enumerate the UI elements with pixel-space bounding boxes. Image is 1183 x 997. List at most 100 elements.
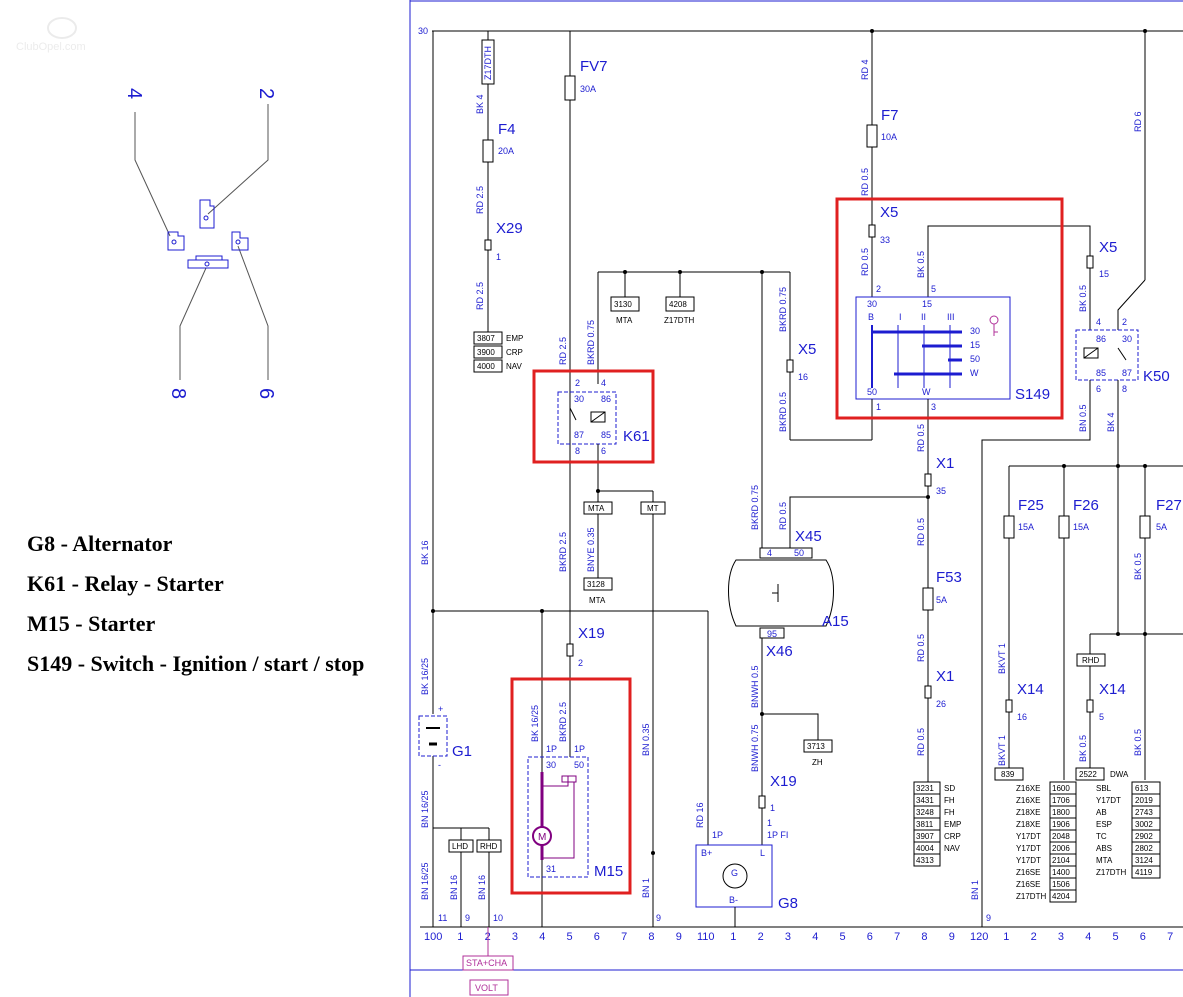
table-code: 4204: [1052, 892, 1070, 901]
grid-axis: 1001234567891101234567891201234567: [424, 931, 1173, 943]
table-label: Y17DT: [1016, 856, 1041, 865]
component-label-x46: X46: [766, 643, 793, 660]
wire-label: BK 16: [420, 540, 430, 565]
wire-label: RD 0.5: [860, 168, 870, 196]
svg-text:85: 85: [1096, 368, 1106, 378]
svg-text:STA+CHA: STA+CHA: [466, 958, 507, 968]
svg-text:1: 1: [876, 402, 881, 412]
table-code: 2902: [1135, 832, 1153, 841]
svg-text:6: 6: [601, 446, 606, 456]
svg-text:85: 85: [601, 430, 611, 440]
fuse-f7-s149: RD 4 F7 10A RD 0.5 X5 33 RD 0.5 2 BK 0.5…: [855, 29, 1091, 867]
svg-text:G: G: [731, 868, 738, 878]
svg-text:31: 31: [546, 864, 556, 874]
legend: G8 - Alternator K61 - Relay - Starter M1…: [27, 531, 364, 676]
svg-text:4: 4: [1096, 317, 1101, 327]
wire-label: RD 0.5: [916, 424, 926, 452]
svg-text:1P: 1P: [546, 744, 557, 754]
key-icon: [989, 315, 999, 336]
svg-text:1P: 1P: [712, 830, 723, 840]
table-label: Z16SE: [1016, 868, 1040, 877]
svg-text:CRP: CRP: [506, 348, 523, 357]
a15-g8-circuit: BKRD 0.75 RD 0.5 4 50 X45 A15 95 X46 BNW…: [695, 270, 928, 927]
component-label-x45: X45: [795, 528, 822, 545]
axis-tick-label: 1: [457, 931, 463, 943]
table-code: 1906: [1052, 820, 1070, 829]
highlight-m15: [510, 677, 632, 895]
wire-label: BK 16/25: [420, 658, 430, 695]
svg-text:3900: 3900: [477, 348, 495, 357]
legend-item-g8: G8 - Alternator: [27, 531, 173, 556]
svg-text:2: 2: [876, 284, 881, 294]
table-code: 3248: [916, 808, 934, 817]
table-label: MTA: [1096, 856, 1113, 865]
svg-text:Z17DTH: Z17DTH: [483, 46, 493, 80]
wire-label: BN 0.5: [1078, 404, 1088, 432]
svg-text:III: III: [947, 312, 955, 322]
component-label-f7: F7: [881, 107, 899, 124]
component-label-m15: M15: [594, 863, 623, 880]
svg-text:4: 4: [601, 378, 606, 388]
axis-tick-label: 5: [567, 931, 573, 943]
svg-text:2: 2: [1122, 317, 1127, 327]
component-label-f25: F25: [1018, 497, 1044, 514]
wire-label: BKRD 2.5: [558, 532, 568, 572]
table-code: 2104: [1052, 856, 1070, 865]
svg-text:B: B: [868, 312, 874, 322]
table-code: 3811: [916, 820, 934, 829]
axis-tick-label: 4: [539, 931, 545, 943]
wire-label: BN 16/25: [420, 790, 430, 828]
wire-label: RD 2.5: [475, 282, 485, 310]
bottom-refs: STA+CHA VOLT: [462, 927, 514, 996]
svg-text:1P FI: 1P FI: [767, 830, 788, 840]
svg-text:30: 30: [574, 394, 584, 404]
component-label-g1: G1: [452, 743, 472, 760]
wire-label: RD 0.5: [916, 728, 926, 756]
wire-label: RD 2.5: [558, 337, 568, 365]
highlight-boxes: [510, 197, 1064, 895]
svg-text:9: 9: [986, 913, 991, 923]
component-label-s149: S149: [1015, 386, 1050, 403]
svg-text:11: 11: [438, 913, 447, 923]
axis-tick-label: 120: [970, 931, 988, 943]
svg-text:86: 86: [601, 394, 611, 404]
wire-label: BN 16: [477, 875, 487, 900]
wire-label: BKVT 1: [997, 735, 1007, 766]
svg-text:I: I: [899, 312, 902, 322]
wire-label: BK 0.5: [916, 251, 926, 278]
wire-label: BKRD 0.75: [750, 485, 760, 530]
highlight-s149: [835, 197, 1064, 420]
svg-text:10: 10: [493, 913, 503, 923]
table-cell: [1049, 889, 1077, 903]
legend-item-k61: K61 - Relay - Starter: [27, 571, 224, 596]
svg-text:5: 5: [1099, 712, 1104, 722]
axis-tick-label: 5: [1113, 931, 1119, 943]
svg-text:4: 4: [767, 548, 772, 558]
wire-label: RD 4: [860, 59, 870, 80]
table-label: Z17DTH: [1096, 868, 1126, 877]
svg-text:MTA: MTA: [588, 504, 605, 513]
wire-label: RD 0.5: [860, 248, 870, 276]
svg-text:1: 1: [496, 252, 501, 262]
wire-label: RD 0.5: [916, 518, 926, 546]
svg-text:30: 30: [1122, 334, 1132, 344]
svg-text:50: 50: [794, 548, 804, 558]
component-label-x5-c: X5: [798, 341, 816, 358]
svg-text:NAV: NAV: [506, 362, 523, 371]
svg-text:L: L: [760, 848, 765, 858]
svg-text:DWA: DWA: [1110, 770, 1129, 779]
wire-label: BK 16/25: [530, 705, 540, 742]
svg-text:+: +: [438, 704, 443, 714]
component-label-x14-b: X14: [1099, 681, 1126, 698]
svg-text:10A: 10A: [881, 132, 897, 142]
wire-label: BK 0.5: [1078, 735, 1088, 762]
legend-item-m15: M15 - Starter: [27, 611, 156, 636]
svg-text:95: 95: [767, 629, 777, 639]
axis-tick-label: 2: [758, 931, 764, 943]
svg-text:EMP: EMP: [506, 334, 523, 343]
fuse-fv7-branch: FV7 30A RD 2.5 3130 MTA 4208 Z17DTH BKRD…: [527, 31, 790, 927]
table-label: Z18XE: [1016, 820, 1040, 829]
k50-circuit: X5 15 BK 0.5 RD 6 4 2 86 30 85 87 6 8 K5…: [970, 29, 1183, 927]
svg-text:4208: 4208: [669, 300, 687, 309]
